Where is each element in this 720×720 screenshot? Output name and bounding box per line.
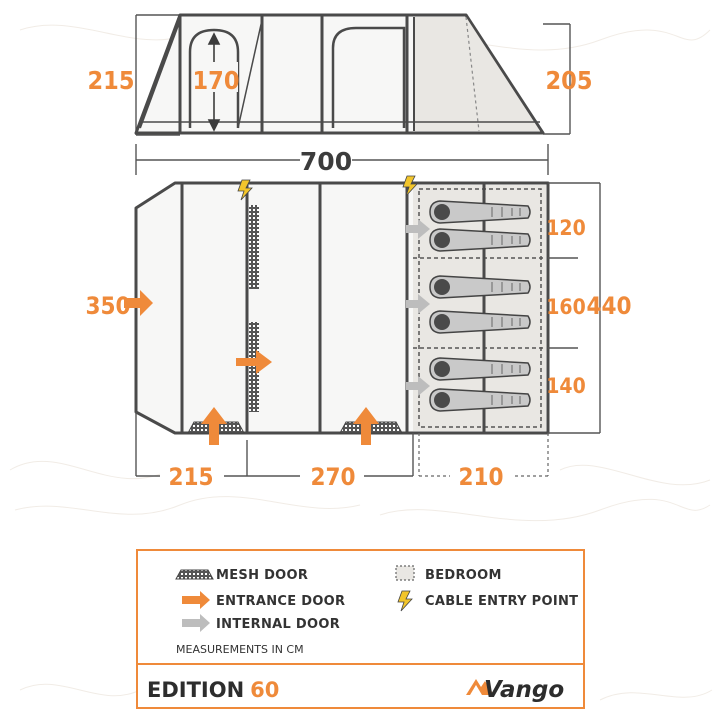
legend-label-mesh-door: MESH DOOR: [216, 568, 308, 583]
model-name-label: EDITION: [147, 678, 244, 702]
entrance-door-arrows: [124, 290, 379, 445]
side-elevation: 215 170 205: [88, 13, 593, 136]
measurement-note: MEASUREMENTS IN CM: [176, 643, 304, 656]
plan-total-width: 440: [586, 292, 631, 320]
grey-arrow-icon: [182, 614, 210, 632]
elevation-right-height: 205: [546, 66, 593, 95]
lightning-icon: [397, 590, 413, 612]
sleeping-bags: [429, 200, 531, 412]
plan-total-length: 700: [300, 147, 352, 176]
legend-panel: MESH DOOR ENTRANCE DOOR INTERNAL DOOR ME…: [136, 549, 585, 709]
bedroom-swatch-icon: [395, 565, 415, 581]
floor-plan: 700: [85, 144, 632, 491]
bedroom-width-3: 140: [546, 374, 585, 398]
mesh-door-side-2: [249, 322, 259, 412]
bedroom-width-1: 120: [546, 216, 585, 240]
elevation-inner-height: 170: [193, 66, 240, 95]
mesh-door-side-1: [249, 205, 259, 289]
plan-front-width: 350: [85, 292, 130, 320]
orange-arrow-icon: [182, 591, 210, 609]
segment-length-3: 210: [458, 463, 503, 491]
segment-length-2: 270: [310, 463, 355, 491]
vango-logo: Vango: [466, 677, 564, 703]
legend-label-entrance-door: ENTRANCE DOOR: [216, 594, 345, 609]
legend-label-bedroom: BEDROOM: [425, 568, 502, 583]
segment-length-1: 215: [168, 463, 213, 491]
cable-entry-icons: [237, 175, 418, 201]
elevation-left-height: 215: [88, 66, 135, 95]
legend-label-internal-door: INTERNAL DOOR: [216, 617, 340, 632]
bedroom-width-2: 160: [546, 295, 585, 319]
legend-label-cable-entry: CABLE ENTRY POINT: [425, 594, 578, 609]
internal-door-arrows: [406, 219, 430, 396]
mesh-door-icon: [175, 569, 214, 580]
brand-name: Vango: [484, 677, 564, 703]
model-number: 60: [250, 678, 279, 702]
